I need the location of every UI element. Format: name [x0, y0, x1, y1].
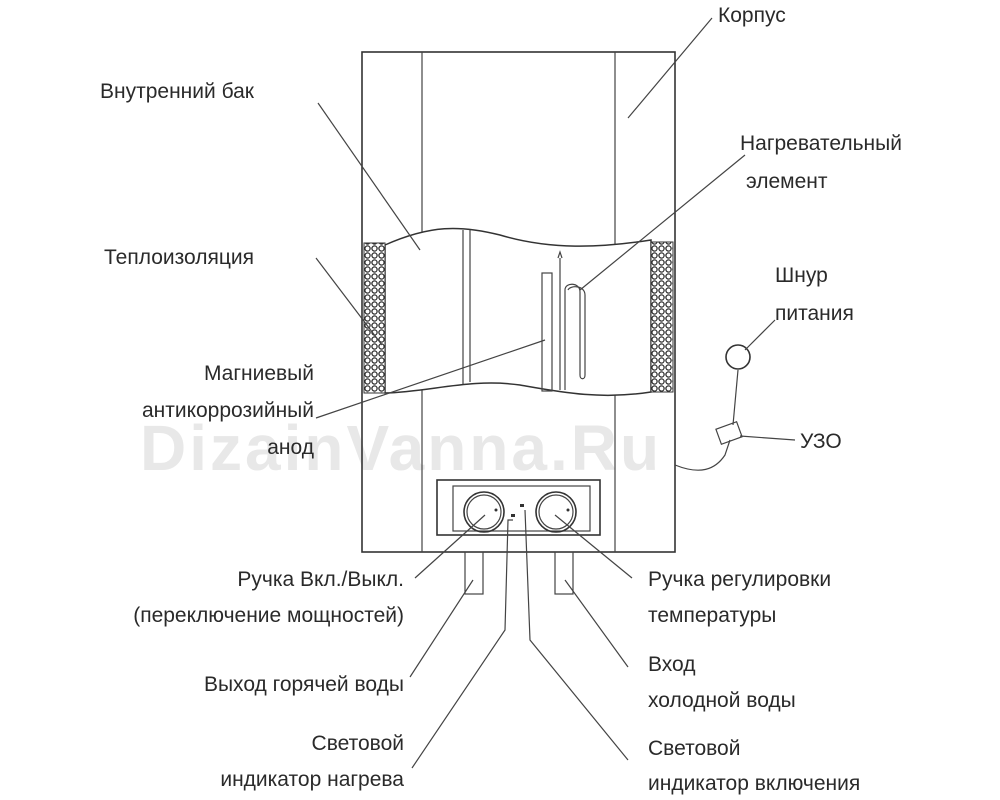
label-anode: Магниевый — [204, 362, 314, 385]
label-onoff-knob-2: (переключение мощностей) — [133, 604, 404, 627]
label-power-cord: Шнур — [775, 264, 828, 287]
label-cold-in-2: холодной воды — [648, 689, 796, 712]
insulation-right — [650, 241, 674, 393]
watermark: DizainVanna.Ru — [140, 412, 662, 484]
label-rcd: УЗО — [800, 430, 842, 453]
onoff-knob[interactable] — [463, 491, 505, 533]
label-body: Корпус — [718, 4, 786, 27]
heat-indicator-led — [511, 514, 515, 517]
control-panel — [436, 479, 601, 536]
label-heating-element: Нагревательный — [740, 132, 902, 155]
inner-tank — [384, 227, 652, 397]
labels: Корпус Внутренний бак Нагревательный эле… — [100, 4, 902, 795]
label-anode-3: анод — [267, 436, 314, 459]
label-inner-tank: Внутренний бак — [100, 80, 255, 103]
label-anode-2: антикоррозийный — [142, 399, 314, 422]
label-onoff-knob: Ручка Вкл./Выкл. — [237, 568, 404, 591]
plug-icon — [725, 344, 751, 370]
hot-water-pipe — [464, 551, 484, 595]
label-hot-out: Выход горячей воды — [204, 673, 404, 696]
label-cold-in: Вход — [648, 653, 696, 676]
label-temp-knob-2: температуры — [648, 604, 776, 627]
label-heat-led-2: индикатор нагрева — [220, 768, 404, 791]
insulation-left — [363, 242, 386, 394]
label-heat-led: Световой — [312, 732, 404, 755]
power-cord — [674, 344, 751, 471]
label-power-cord-2: питания — [775, 302, 854, 325]
temperature-knob[interactable] — [535, 491, 577, 533]
label-power-led: Световой — [648, 737, 740, 760]
magnesium-anode — [541, 272, 553, 392]
power-indicator-led — [520, 504, 524, 507]
cold-water-pipe — [554, 551, 574, 595]
label-insulation: Теплоизоляция — [104, 246, 254, 269]
label-power-led-2: индикатор включения — [648, 772, 860, 795]
leader-lines — [315, 17, 796, 769]
heating-element — [557, 250, 586, 390]
label-heating-element-2: элемент — [746, 170, 828, 193]
label-temp-knob: Ручка регулировки — [648, 568, 831, 591]
